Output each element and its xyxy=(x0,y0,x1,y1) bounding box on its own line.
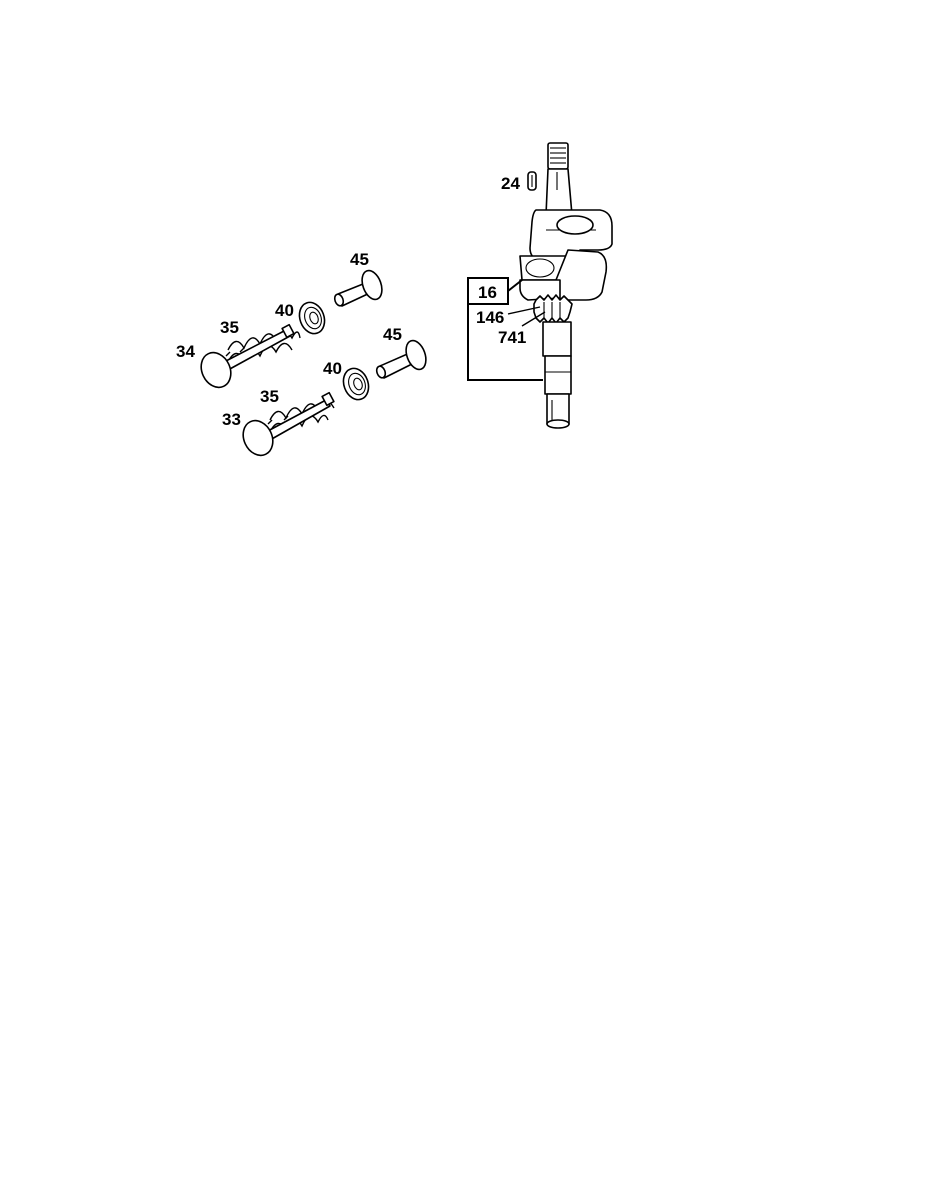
callout-24: 24 xyxy=(501,174,520,193)
callout-35-bottom: 35 xyxy=(260,387,279,406)
callout-33: 33 xyxy=(222,410,241,429)
callout-16: 16 xyxy=(478,283,497,302)
valve-tappet-lower xyxy=(375,339,427,379)
callout-34: 34 xyxy=(176,342,195,361)
crankshaft-group-box xyxy=(467,277,543,381)
callout-35-top: 35 xyxy=(220,318,239,337)
crankshaft-key xyxy=(527,171,537,191)
valve-tappet-upper xyxy=(333,269,383,307)
callout-40-bottom: 40 xyxy=(323,359,342,378)
leader-146 xyxy=(507,306,541,315)
callout-40-top: 40 xyxy=(275,301,294,320)
callout-741: 741 xyxy=(498,328,526,347)
valve-retainer-upper xyxy=(298,301,326,335)
valve-exhaust xyxy=(242,391,335,457)
callout-45-top: 45 xyxy=(350,250,369,269)
valve-retainer-lower xyxy=(342,367,370,401)
crankshaft xyxy=(519,142,613,429)
leader-741 xyxy=(521,311,546,327)
callout-146: 146 xyxy=(476,308,504,327)
valve-intake xyxy=(200,323,295,389)
callout-45-bottom: 45 xyxy=(383,325,402,344)
